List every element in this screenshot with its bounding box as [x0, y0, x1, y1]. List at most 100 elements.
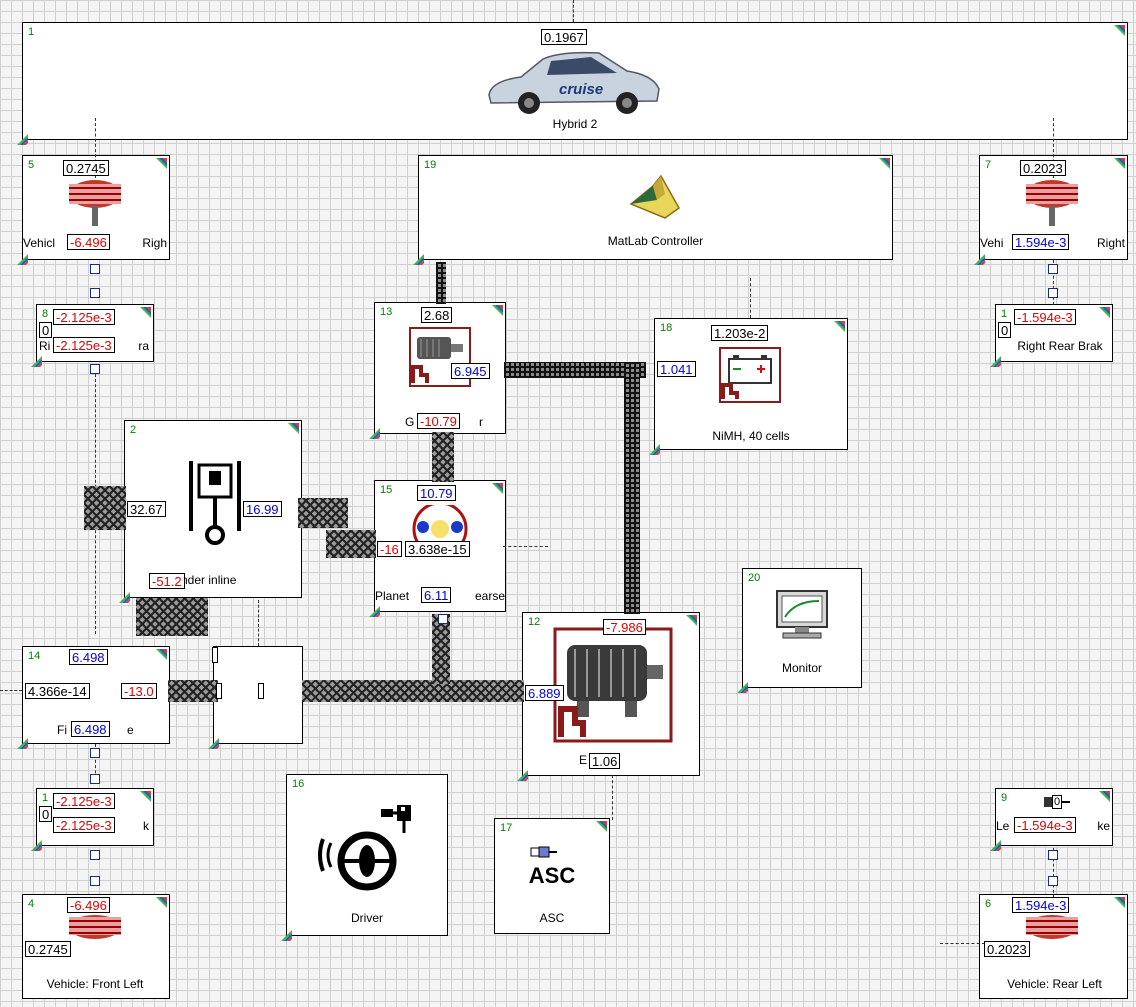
- electric-connection: [504, 362, 646, 378]
- electric-machine-icon: [553, 627, 673, 743]
- resize-handle-icon[interactable]: [17, 254, 28, 265]
- resize-handle-icon[interactable]: [596, 821, 607, 832]
- block-value: 6.498: [71, 721, 110, 737]
- resize-handle-icon[interactable]: [208, 738, 219, 749]
- port[interactable]: [1048, 288, 1058, 298]
- brake-block[interactable]: 8 0 Ri ra -2.125e-3 -2.125e-3: [31, 304, 154, 367]
- resize-handle-icon[interactable]: [974, 254, 985, 265]
- resize-handle-icon[interactable]: [119, 592, 130, 603]
- block-label: r: [479, 415, 483, 429]
- port[interactable]: [90, 364, 100, 374]
- resize-handle-icon[interactable]: [369, 606, 380, 617]
- driver-block[interactable]: 16 Driver: [281, 774, 448, 941]
- dashed-link: [1053, 848, 1054, 898]
- planetary-gearset-block[interactable]: 15 10.79 -16 3.638e-15 Planet earse 6.11: [369, 480, 506, 617]
- asc-icon-label: ASC: [528, 863, 576, 888]
- port[interactable]: [1048, 264, 1058, 274]
- port[interactable]: [90, 264, 100, 274]
- resize-handle-icon[interactable]: [990, 356, 1001, 367]
- matlab-logo-icon: [629, 174, 680, 219]
- resize-handle-icon[interactable]: [156, 158, 167, 169]
- asc-icon: [530, 846, 557, 858]
- resize-handle-icon[interactable]: [1114, 25, 1125, 36]
- brake-block[interactable]: 1 0 Right Rear Brak -1.594e-3: [990, 304, 1113, 367]
- resize-handle-icon[interactable]: [492, 483, 503, 494]
- resize-handle-icon[interactable]: [281, 930, 292, 941]
- final-drive-block[interactable]: 14 6.498 4.366e-14 -13.0 Fi 6.498 e: [17, 646, 170, 749]
- generator-block[interactable]: 13 2.68 6.945 G r -10.79: [369, 302, 506, 439]
- resize-handle-icon[interactable]: [31, 356, 42, 367]
- block-value: 6.498: [69, 649, 108, 665]
- block-value: 0.1967: [541, 29, 587, 45]
- planetary-gear-icon: [412, 505, 468, 547]
- dashed-link: [95, 118, 96, 178]
- resize-handle-icon[interactable]: [31, 840, 42, 851]
- resize-handle-icon[interactable]: [140, 307, 151, 318]
- block-value: 0.2023: [984, 941, 1030, 957]
- resize-handle-icon[interactable]: [492, 305, 503, 316]
- srt-block[interactable]: [208, 646, 303, 749]
- block-value: [258, 683, 264, 699]
- resize-handle-icon[interactable]: [17, 134, 28, 145]
- resize-handle-icon[interactable]: [413, 254, 424, 265]
- port[interactable]: [438, 614, 448, 624]
- port[interactable]: [90, 850, 100, 860]
- electric-connection: [436, 262, 446, 304]
- engine-block[interactable]: 2 32.67 16.99 nder inline -51.2: [119, 420, 302, 603]
- battery-block[interactable]: 18 1.203e-2 1.041 NiMH, 40 cells: [649, 318, 848, 455]
- resize-handle-icon[interactable]: [879, 158, 890, 169]
- block-title-left: Vehi: [980, 236, 1004, 250]
- electric-machine-icon: [409, 327, 471, 387]
- monitor-block[interactable]: 20 Monitor: [737, 568, 862, 693]
- resize-handle-icon[interactable]: [140, 791, 151, 802]
- shaft-connection: [84, 486, 126, 530]
- resize-handle-icon[interactable]: [649, 444, 660, 455]
- shaft-connection: [302, 680, 524, 702]
- block-number: 6: [985, 898, 992, 910]
- block-title-right: e: [127, 723, 134, 737]
- cruise-logo: cruise: [559, 81, 603, 98]
- resize-handle-icon[interactable]: [737, 682, 748, 693]
- block-title: Driver: [351, 911, 383, 925]
- electric-motor-block[interactable]: 12 -7.986 6.889 E 1.06 r: [517, 612, 700, 781]
- port[interactable]: [90, 876, 100, 886]
- resize-handle-icon[interactable]: [288, 423, 299, 434]
- block-value: -1.594e-3: [1014, 309, 1076, 325]
- resize-handle-icon[interactable]: [17, 738, 28, 749]
- port[interactable]: [90, 748, 100, 758]
- port[interactable]: [1048, 850, 1058, 860]
- resize-handle-icon[interactable]: [990, 840, 1001, 851]
- block-value: 2.68: [421, 307, 453, 323]
- wheel-block[interactable]: 4 -6.496 0.2745 Vehicle: Front Left: [22, 894, 170, 999]
- resize-handle-icon[interactable]: [686, 615, 697, 626]
- block-number: 18: [660, 322, 673, 334]
- wheel-block[interactable]: 6 1.594e-3 0.2023 Vehicle: Rear Left: [979, 894, 1128, 999]
- resize-handle-icon[interactable]: [156, 897, 167, 908]
- resize-handle-icon[interactable]: [1099, 791, 1110, 802]
- brake-block[interactable]: 1 0 k -2.125e-3 -2.125e-3: [31, 788, 154, 851]
- block-label: E: [579, 753, 588, 767]
- asc-block[interactable]: 17 ASC ASC: [494, 818, 610, 934]
- block-title: Hybrid 2: [552, 117, 598, 131]
- port[interactable]: [90, 774, 100, 784]
- shaft-connection: [168, 680, 218, 702]
- resize-handle-icon[interactable]: [1114, 158, 1125, 169]
- vehicle-block[interactable]: 1 0.1967 cruise Hybrid 2: [17, 22, 1128, 145]
- brake-block[interactable]: 9 0 Le -1.594e-3 ke: [990, 788, 1113, 851]
- resize-handle-icon[interactable]: [369, 428, 380, 439]
- resize-handle-icon[interactable]: [517, 770, 528, 781]
- port[interactable]: [1048, 876, 1058, 886]
- matlab-controller-block[interactable]: 19 MatLab Controller: [413, 155, 893, 265]
- resize-handle-icon[interactable]: [156, 649, 167, 660]
- wheel-block[interactable]: 7 0.2023 Vehi Right 1.594e-3: [974, 155, 1128, 265]
- block-title-left: Vehicl: [23, 236, 56, 250]
- port[interactable]: [90, 288, 100, 298]
- wheel-icon: [1026, 901, 1078, 939]
- resize-handle-icon[interactable]: [1099, 307, 1110, 318]
- resize-handle-icon[interactable]: [834, 321, 845, 332]
- block-title: ASC: [539, 911, 565, 925]
- dashed-link: [612, 775, 613, 820]
- resize-handle-icon[interactable]: [1114, 897, 1125, 908]
- wheel-block[interactable]: 5 0.2745 Vehicl Righ -6.496: [17, 155, 170, 265]
- dashed-link: [1053, 118, 1054, 178]
